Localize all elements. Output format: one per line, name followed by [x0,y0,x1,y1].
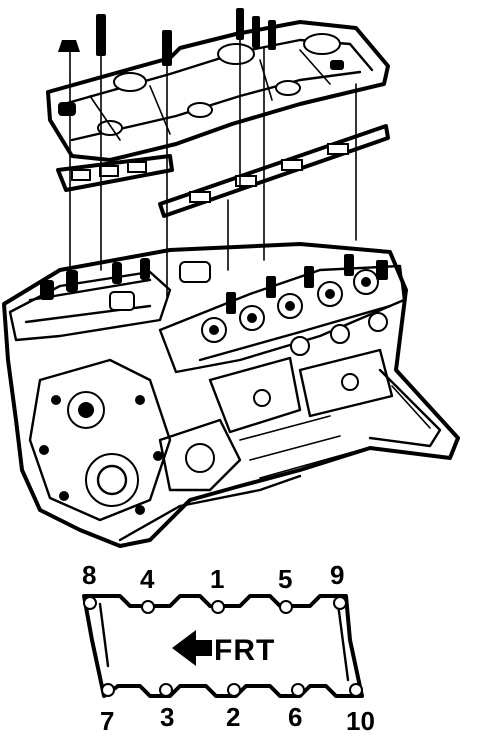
front-arrow-icon [172,630,212,666]
bolt-label-4: 4 [140,564,155,594]
bolt-label-2: 2 [226,702,240,732]
rocker-arms [201,254,388,343]
manifold-bolts [58,8,276,81]
intake-gasket-right [158,124,390,218]
bolt-label-6: 6 [288,702,302,732]
torque-sequence-gasket: FRT 8 4 1 5 9 7 3 2 6 10 [82,560,375,736]
bolt-label-5: 5 [278,564,292,594]
bolt-label-9: 9 [330,560,344,590]
intake-gasket-left [56,154,174,192]
bolt-label-10: 10 [346,706,375,736]
bolt-label-1: 1 [210,564,224,594]
alignment-lines [69,39,357,301]
intake-manifold [46,20,390,162]
bolt-label-7: 7 [100,706,114,736]
engine-block [2,242,460,548]
bolt-label-3: 3 [160,702,174,732]
direction-label: FRT [214,634,275,667]
bolt-label-8: 8 [82,560,96,590]
